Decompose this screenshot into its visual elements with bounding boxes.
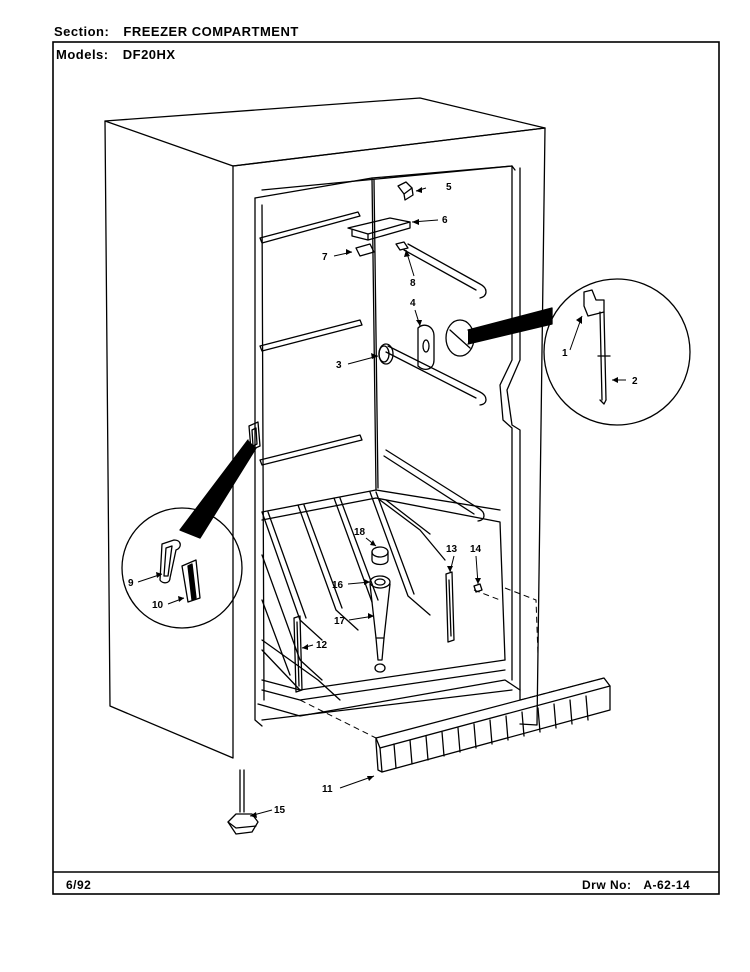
part-15-leveling-leg bbox=[227, 769, 259, 835]
models-value: DF20HX bbox=[122, 47, 176, 62]
part-4-plate bbox=[417, 324, 435, 371]
zoom-wedge-left bbox=[179, 439, 257, 539]
callout-11: 11 bbox=[322, 784, 333, 795]
callout-5: 5 bbox=[446, 182, 452, 193]
callout-10: 10 bbox=[152, 600, 164, 611]
leader-arrowheads bbox=[156, 187, 618, 818]
callout-labels: 5 6 7 8 4 3 1 2 9 10 18 16 17 12 13 14 1… bbox=[128, 182, 638, 816]
callout-15: 15 bbox=[274, 805, 286, 816]
callout-13: 13 bbox=[446, 544, 458, 555]
callout-6: 6 bbox=[442, 215, 448, 226]
part-3-knob bbox=[378, 343, 394, 365]
callout-18: 18 bbox=[354, 527, 366, 538]
diagram-frame bbox=[52, 41, 720, 895]
drawing-label: Drw No: bbox=[582, 878, 632, 892]
callout-8: 8 bbox=[410, 278, 416, 289]
section-heading: Section: FREEZER COMPARTMENT bbox=[54, 24, 299, 39]
callout-14: 14 bbox=[470, 544, 482, 555]
callout-2: 2 bbox=[632, 376, 638, 387]
callout-17: 17 bbox=[334, 616, 346, 627]
zoom-wedge-right bbox=[467, 307, 553, 345]
detail-circle-right bbox=[543, 278, 691, 426]
part-18-cap bbox=[371, 546, 389, 566]
footer-drawing: Drw No: A-62-14 bbox=[582, 878, 690, 892]
callout-7: 7 bbox=[322, 252, 328, 263]
part-16-17-drain bbox=[369, 575, 391, 673]
footer-date: 6/92 bbox=[66, 878, 92, 892]
alignment-lines bbox=[299, 587, 605, 739]
models-label: Models: bbox=[56, 47, 109, 62]
part-12-bracket bbox=[293, 615, 303, 693]
part-11-kick-grille bbox=[375, 677, 611, 773]
drawing-number: A-62-14 bbox=[643, 878, 691, 892]
left-shelf-rails bbox=[259, 211, 363, 466]
right-shelf-rails bbox=[383, 243, 487, 522]
callout-4: 4 bbox=[410, 298, 416, 309]
section-label: Section: bbox=[54, 24, 110, 39]
cabinet-body bbox=[104, 97, 546, 759]
detail-circle-left bbox=[121, 507, 243, 629]
part-5-fitting bbox=[397, 181, 414, 201]
part-8-clip bbox=[395, 241, 409, 251]
part-7-clip bbox=[355, 243, 375, 257]
callout-1: 1 bbox=[562, 348, 568, 359]
models-heading: Models: DF20HX bbox=[56, 47, 176, 62]
callout-3: 3 bbox=[336, 360, 342, 371]
part-6-bracket bbox=[347, 217, 411, 241]
callout-16: 16 bbox=[332, 580, 344, 591]
callout-12: 12 bbox=[316, 640, 328, 651]
part-13-bracket bbox=[445, 571, 455, 643]
hinge-marker bbox=[248, 421, 261, 451]
section-value: FREEZER COMPARTMENT bbox=[123, 24, 299, 39]
callout-9: 9 bbox=[128, 578, 134, 589]
